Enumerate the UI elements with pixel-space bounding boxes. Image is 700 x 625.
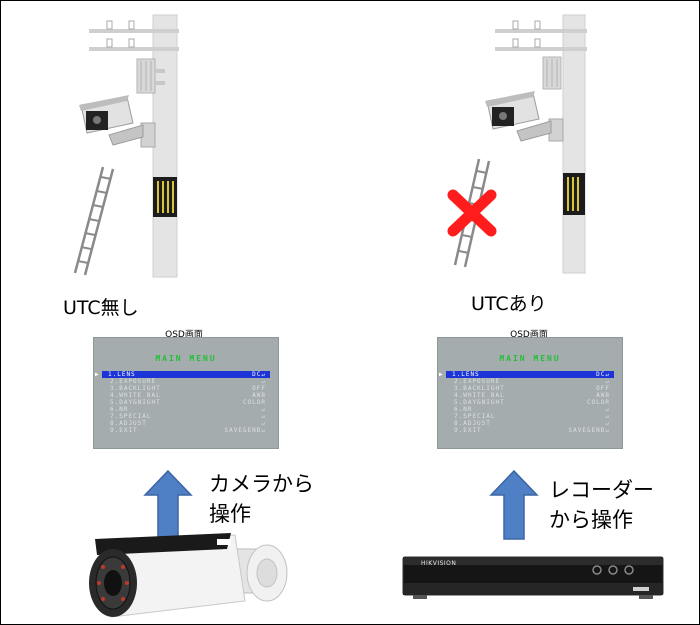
recorder-brand-logo: HIKVISION [421, 560, 457, 567]
osd-menu-item-selected: ▶ 1.LENS DC↵ [439, 371, 614, 378]
osd-menu-item-label: 6.NR [454, 406, 473, 413]
osd-menu-item-label: 3.BACKLIGHT [110, 385, 161, 392]
osd-menu-item: 4.WHITE BAL AWB [448, 392, 614, 399]
osd-title-left: OSD画面 [165, 330, 203, 340]
osd-menu-item: 5.DAY&NIGHT COLOR [448, 399, 614, 406]
osd-menu-item-label: 6.NR [110, 406, 129, 413]
osd-menu-item-value: ↵ [261, 413, 266, 420]
osd-menu-item: 3.BACKLIGHT OFF [448, 385, 614, 392]
osd-menu-item-label: 9.EXIT [454, 427, 482, 434]
osd-menu-item-value: DC↵ [252, 371, 266, 378]
osd-menu-item-label: 8.ADJUST [454, 420, 491, 427]
osd-menu-item: 9.EXIT SAVE&END↵ [448, 427, 614, 434]
osd-heading: MAIN MENU [155, 354, 217, 363]
operate-from-camera-label: カメラから 操作 [209, 472, 314, 526]
pole-warning-band-left [153, 177, 177, 217]
osd-menu-item: 5.DAY&NIGHT COLOR [104, 399, 270, 406]
osd-menu-item-value: AWB [596, 392, 610, 399]
osd-menu-item-value: COLOR [586, 399, 610, 406]
osd-menu-item-label: 5.DAY&NIGHT [110, 399, 161, 406]
osd-menu-item-selected: ▶ 1.LENS DC↵ [95, 371, 270, 378]
osd-menu-item-label: 1.LENS [108, 371, 136, 378]
osd-menu-item-value: AWB [252, 392, 266, 399]
osd-menu-item-label: 2.EXPOSURE [110, 378, 157, 385]
osd-menu-item-value: DC↵ [596, 371, 610, 378]
security-camera-right [485, 91, 564, 142]
osd-menu-item-value: ↵ [261, 378, 266, 385]
osd-menu-item-label: 4.WHITE BAL [454, 392, 505, 399]
osd-menu-item-label: 3.BACKLIGHT [454, 385, 505, 392]
osd-menu-item-value: COLOR [242, 399, 266, 406]
osd-pointer-icon: ▶ [95, 371, 100, 378]
osd-menu-item-value: ↵ [261, 406, 266, 413]
osd-menu-item-value: SAVE&END↵ [568, 427, 610, 434]
osd-menu-item-value: OFF [252, 385, 266, 392]
osd-heading: MAIN MENU [499, 354, 561, 363]
caption-utc-present: UTCあり [471, 293, 547, 315]
ladder-left [73, 166, 115, 276]
osd-menu-item-value: ↵ [605, 406, 610, 413]
osd-menu-item: 7.SPECIAL ↵ [448, 413, 614, 420]
osd-menu-item-label: 8.ADJUST [110, 420, 147, 427]
pole-warning-band-right [563, 173, 585, 215]
operate-from-recorder-label: レコーダー から操作 [549, 478, 654, 532]
osd-menu-item-label: 2.EXPOSURE [454, 378, 501, 385]
osd-pointer-icon: ▶ [439, 371, 444, 378]
osd-menu-item: 2.EXPOSURE ↵ [448, 378, 614, 385]
osd-menu-item-value: ↵ [261, 420, 266, 427]
osd-menu-item: 8.ADJUST ↵ [104, 420, 270, 427]
osd-menu-item: 6.NR ↵ [104, 406, 270, 413]
osd-menu-item-value: ↵ [605, 413, 610, 420]
utility-pole-left [89, 14, 179, 278]
cross-mark-icon [447, 189, 497, 237]
osd-menu-item-label: 4.WHITE BAL [110, 392, 161, 399]
osd-menu-item: 7.SPECIAL ↵ [104, 413, 270, 420]
osd-menu-item: 9.EXIT SAVE&END↵ [104, 427, 270, 434]
osd-menu-item-label: 5.DAY&NIGHT [454, 399, 505, 406]
osd-menu-item: 4.WHITE BAL AWB [104, 392, 270, 399]
osd-menu-item-value: ↵ [605, 378, 610, 385]
osd-menu-item: 2.EXPOSURE ↵ [104, 378, 270, 385]
bullet-camera-image [89, 533, 288, 618]
osd-menu-item-value: OFF [596, 385, 610, 392]
osd-menu-item-label: 1.LENS [452, 371, 480, 378]
osd-menu-item: 8.ADJUST ↵ [448, 420, 614, 427]
osd-title-right: OSD画面 [510, 330, 548, 340]
security-camera-left [79, 95, 156, 148]
osd-menu-item-label: 9.EXIT [110, 427, 138, 434]
osd-menu-item: 6.NR ↵ [448, 406, 614, 413]
pole-camera-right-illustration [447, 14, 587, 274]
osd-menu-item-label: 7.SPECIAL [454, 413, 496, 420]
osd-menu-item-value: SAVE&END↵ [224, 427, 266, 434]
caption-utc-none: UTC無し [63, 297, 139, 319]
utility-pole-right [495, 14, 587, 274]
pole-camera-left-illustration [73, 14, 179, 278]
osd-menu-item-label: 7.SPECIAL [110, 413, 152, 420]
recorder-nvr-image [402, 556, 664, 599]
osd-menu-item-value: ↵ [605, 420, 610, 427]
up-arrow-right-icon [489, 469, 539, 540]
osd-menu-item: 3.BACKLIGHT OFF [104, 385, 270, 392]
